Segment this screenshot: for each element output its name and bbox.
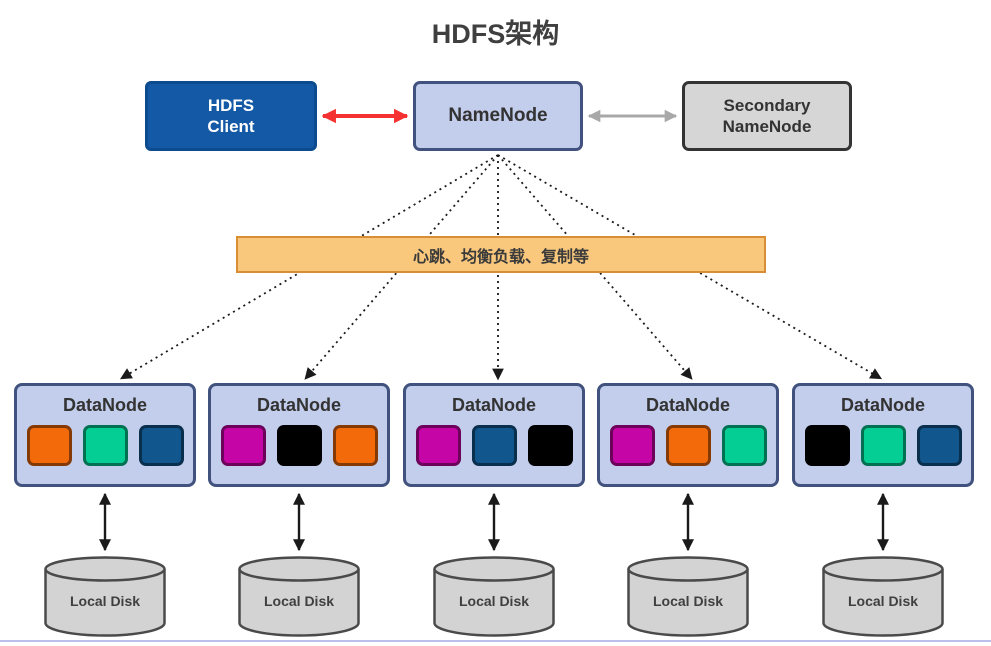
heartbeat-banner: 心跳、均衡负载、复制等 <box>236 236 766 273</box>
data-block <box>860 425 906 466</box>
data-block <box>916 425 962 466</box>
data-block <box>415 425 461 466</box>
hdfs-client-label: HDFS Client <box>207 95 255 136</box>
namenode-datanode-link-4 <box>497 154 693 380</box>
datanode-label: DataNode <box>451 395 536 415</box>
disk-cylinder-icon <box>238 556 360 637</box>
page-title: HDFS架构 <box>431 19 560 49</box>
block-row <box>26 425 184 466</box>
datanode-2: DataNode <box>208 383 390 487</box>
namenode-datanode-link-2 <box>304 154 499 380</box>
namenode-label: NameNode <box>448 105 548 127</box>
datanode-5: DataNode <box>792 383 974 487</box>
disk-label: Local Disk <box>847 593 919 609</box>
namenode-datanode-link-1 <box>119 154 499 380</box>
namenode-datanode-links <box>119 154 883 381</box>
disk-label: Local Disk <box>263 593 335 609</box>
data-block <box>82 425 128 466</box>
local-disk-3: Local Disk <box>432 555 556 640</box>
datanode-4: DataNode <box>597 383 779 487</box>
block-row <box>415 425 573 466</box>
local-disk-5: Local Disk <box>821 555 945 640</box>
disk-label: Local Disk <box>652 593 724 609</box>
namenode-node: NameNode <box>413 81 583 151</box>
disk-label: Local Disk <box>69 593 141 609</box>
hdfs-client-node: HDFS Client <box>145 81 317 151</box>
datanode-label: DataNode <box>256 395 341 415</box>
block-row <box>804 425 962 466</box>
block-row <box>220 425 378 466</box>
datanode-3: DataNode <box>403 383 585 487</box>
data-block <box>276 425 322 466</box>
secondary-namenode-label: Secondary NameNode <box>722 95 812 136</box>
data-block <box>721 425 767 466</box>
local-disk-4: Local Disk <box>626 555 750 640</box>
data-block <box>332 425 378 466</box>
heartbeat-banner-label: 心跳、均衡负载、复制等 <box>412 248 589 266</box>
bottom-divider <box>0 640 991 642</box>
datanode-label: DataNode <box>62 395 147 415</box>
local-disk-2: Local Disk <box>237 555 361 640</box>
datanode-label: DataNode <box>840 395 925 415</box>
disk-cylinder-icon <box>627 556 749 637</box>
datanode-1: DataNode <box>14 383 196 487</box>
disk-cylinder-icon <box>44 556 166 637</box>
data-block <box>26 425 72 466</box>
data-block <box>804 425 850 466</box>
data-block <box>665 425 711 466</box>
data-block <box>527 425 573 466</box>
datanode-label: DataNode <box>645 395 730 415</box>
namenode-datanode-link-5 <box>497 154 883 380</box>
disk-cylinder-icon <box>433 556 555 637</box>
data-block <box>138 425 184 466</box>
datanode-disk-links <box>99 492 889 552</box>
local-disk-1: Local Disk <box>43 555 167 640</box>
disk-cylinder-icon <box>822 556 944 637</box>
data-block <box>471 425 517 466</box>
disk-label: Local Disk <box>458 593 530 609</box>
data-block <box>220 425 266 466</box>
secondary-namenode-node: Secondary NameNode <box>682 81 852 151</box>
block-row <box>609 425 767 466</box>
data-block <box>609 425 655 466</box>
